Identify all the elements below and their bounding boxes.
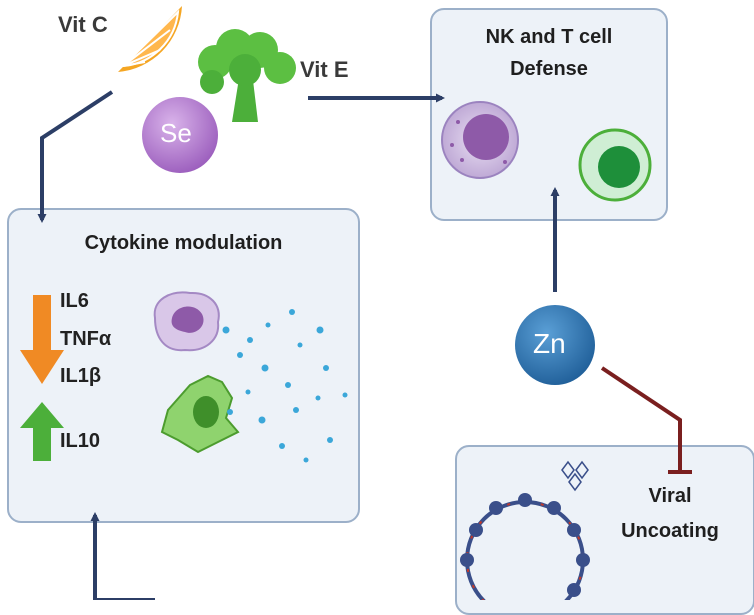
orange-slice-icon xyxy=(118,6,182,72)
diagram-canvas: Vit C Vit E Se Zn NK and T cell Defense … xyxy=(7,6,754,615)
decrease-arrow-icon xyxy=(20,295,64,384)
nk-box-title-line2: Defense xyxy=(510,58,588,80)
nk-box-title-line1: NK and T cell xyxy=(485,26,613,48)
virus-icon xyxy=(460,460,590,600)
il1b-label: IL1β xyxy=(60,365,102,387)
vit-e-label: Vit E xyxy=(300,57,349,82)
viral-label-line1: Viral xyxy=(648,485,692,507)
arrow-bottom-to-cytokine xyxy=(90,512,155,600)
t-cell-icon xyxy=(578,128,652,202)
viral-label-line2: Uncoating xyxy=(621,520,719,542)
selenium-sphere-icon xyxy=(142,97,218,173)
broccoli-icon xyxy=(198,29,296,122)
tnfa-label: TNFα xyxy=(60,328,112,350)
il10-label: IL10 xyxy=(60,430,101,452)
arrow-vitc-to-cytokine xyxy=(37,90,114,223)
il6-label: IL6 xyxy=(60,290,89,312)
vit-c-label: Vit C xyxy=(58,12,108,37)
cytokine-box xyxy=(7,208,360,523)
zn-label: Zn xyxy=(533,328,566,359)
green-cell-icon xyxy=(160,374,240,454)
nk-cell-icon xyxy=(441,101,519,179)
macrophage-icon xyxy=(153,291,220,352)
diagram-graphics xyxy=(20,6,692,600)
inhibition-zn-to-viral xyxy=(600,366,692,474)
increase-arrow-icon xyxy=(20,402,64,461)
se-label: Se xyxy=(160,118,192,148)
cytokine-particles xyxy=(222,309,348,463)
zinc-sphere-icon xyxy=(515,305,595,385)
cytokine-box-title: Cytokine modulation xyxy=(84,232,283,254)
